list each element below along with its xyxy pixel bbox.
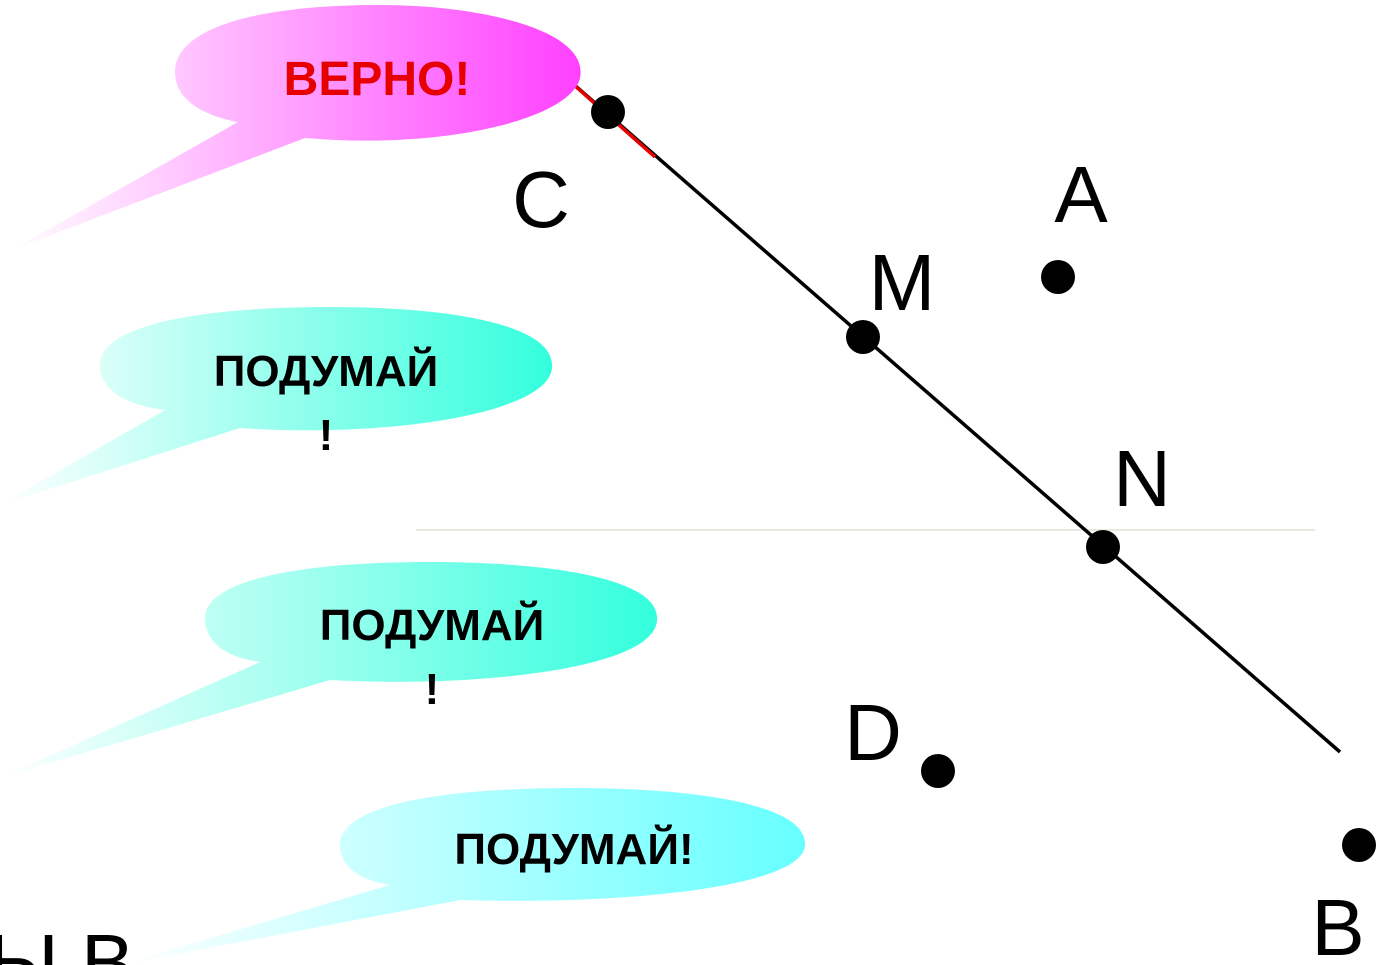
callout-podumai-3-shape [120,788,806,965]
label-b: B [1311,883,1364,965]
callout-podumai-3-line1: ПОДУМАЙ! [454,823,693,874]
label-c: C [512,155,570,244]
label-d: D [844,688,902,777]
callout-podumai-3[interactable]: ПОДУМАЙ! [120,788,806,965]
point-b[interactable] [1342,828,1376,862]
callout-verno-shape [12,5,581,250]
callout-podumai-1-line2: ! [319,411,334,460]
point-n[interactable] [1086,530,1120,564]
callout-podumai-1-shape [0,307,553,505]
callout-verno-line1: ВЕРНО! [284,53,471,106]
callout-verno[interactable]: ВЕРНО! [12,5,581,250]
callout-podumai-2-line2: ! [425,665,440,714]
callout-podumai-1[interactable]: ПОДУМАЙ ! [0,307,553,505]
cropped-bottom-text: Ы В [0,918,134,965]
main-line [538,53,1342,754]
point-d[interactable] [921,754,955,788]
callout-podumai-2-shape [0,562,658,778]
label-a: A [1054,150,1108,239]
callout-podumai-2[interactable]: ПОДУМАЙ ! [0,562,658,778]
point-m[interactable] [846,320,880,354]
callout-podumai-1-line1: ПОДУМАЙ [214,345,439,396]
callout-podumai-2-line1: ПОДУМАЙ [320,599,545,650]
label-n: N [1113,434,1171,523]
point-c[interactable] [591,95,625,129]
point-a[interactable] [1041,260,1075,294]
label-m: M [869,238,936,327]
